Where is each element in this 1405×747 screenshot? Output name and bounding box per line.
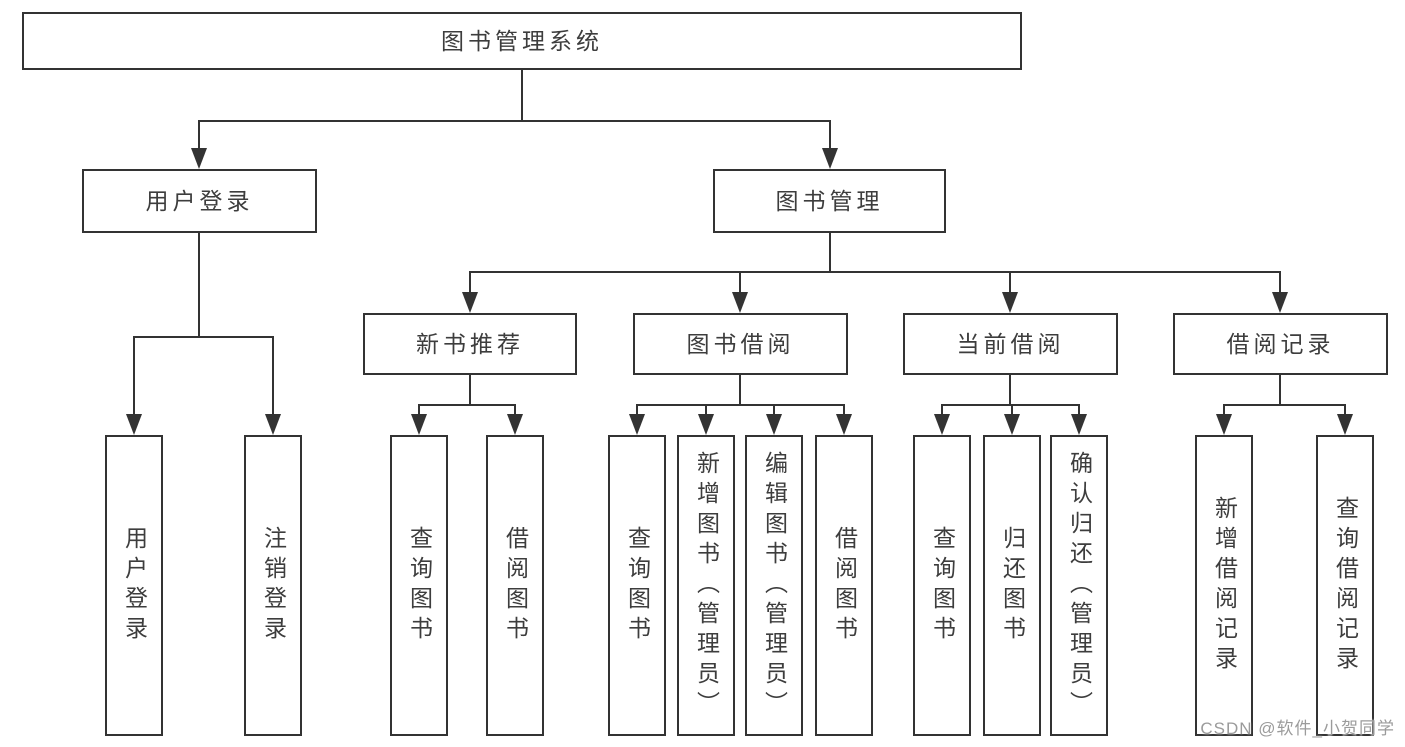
connector-line — [521, 70, 523, 122]
connector-line — [418, 404, 516, 406]
arrowhead-down-icon — [126, 414, 142, 435]
leaf-cb-confirm-return: 确认归还（管理员） — [1050, 435, 1108, 736]
csdn-watermark: CSDN @软件_小贺同学 — [1200, 719, 1395, 738]
connector-line — [418, 404, 420, 418]
node-new-book-recommend-label: 新书推荐 — [416, 330, 524, 357]
arrowhead-down-icon — [462, 292, 478, 313]
node-book-borrow-label: 图书借阅 — [686, 330, 795, 357]
node-book-management: 图书管理 — [713, 169, 946, 233]
connector-line — [1009, 271, 1011, 297]
node-library-system: 图书管理系统 — [22, 12, 1022, 70]
connector-line — [1279, 375, 1281, 406]
arrowhead-down-icon — [1337, 414, 1353, 435]
connector-line — [1279, 271, 1281, 297]
leaf-user-login-label: 用户登录 — [121, 525, 148, 646]
connector-line — [1344, 404, 1346, 418]
leaf-bb-add-books: 新增图书（管理员） — [677, 435, 735, 736]
node-user-login: 用户登录 — [82, 169, 317, 233]
connector-line — [1011, 404, 1013, 418]
leaf-nb-borrow-books: 借阅图书 — [486, 435, 544, 736]
connector-line — [469, 271, 471, 297]
arrowhead-down-icon — [822, 148, 838, 169]
connector-line — [198, 120, 831, 122]
node-book-borrow: 图书借阅 — [633, 313, 848, 375]
connector-line — [198, 120, 200, 152]
leaf-bb-query-books: 查询图书 — [608, 435, 666, 736]
connector-line — [514, 404, 516, 418]
arrowhead-down-icon — [766, 414, 782, 435]
connector-line — [1223, 404, 1346, 406]
leaf-user-login: 用户登录 — [105, 435, 163, 736]
arrowhead-down-icon — [1002, 292, 1018, 313]
connector-line — [1009, 375, 1011, 406]
node-borrow-records-label: 借阅记录 — [1226, 330, 1335, 357]
node-new-book-recommend: 新书推荐 — [363, 313, 577, 375]
connector-line — [636, 404, 845, 406]
arrowhead-down-icon — [698, 414, 714, 435]
leaf-cb-return-books: 归还图书 — [983, 435, 1041, 736]
leaf-nb-borrow-books-label: 借阅图书 — [502, 525, 529, 646]
arrowhead-down-icon — [1272, 292, 1288, 313]
leaf-nb-query-books: 查询图书 — [390, 435, 448, 736]
arrowhead-down-icon — [629, 414, 645, 435]
node-book-management-label: 图书管理 — [775, 187, 884, 214]
connector-line — [829, 120, 831, 152]
connector-line — [469, 271, 1281, 273]
connector-line — [941, 404, 1080, 406]
connector-line — [773, 404, 775, 418]
leaf-cb-confirm-return-label: 确认归还（管理员） — [1066, 450, 1093, 721]
leaf-logout-login: 注销登录 — [244, 435, 302, 736]
leaf-bb-borrow-books-label: 借阅图书 — [831, 525, 858, 646]
leaf-br-add-record: 新增借阅记录 — [1195, 435, 1253, 736]
leaf-bb-borrow-books: 借阅图书 — [815, 435, 873, 736]
connector-line — [272, 336, 274, 418]
connector-line — [1078, 404, 1080, 418]
node-user-login-label: 用户登录 — [145, 187, 254, 214]
arrowhead-down-icon — [1071, 414, 1087, 435]
connector-line — [739, 271, 741, 297]
leaf-bb-edit-books: 编辑图书（管理员） — [745, 435, 803, 736]
leaf-cb-query-books: 查询图书 — [913, 435, 971, 736]
arrowhead-down-icon — [934, 414, 950, 435]
leaf-bb-add-books-label: 新增图书（管理员） — [693, 450, 720, 721]
arrowhead-down-icon — [836, 414, 852, 435]
leaf-br-query-record: 查询借阅记录 — [1316, 435, 1374, 736]
leaf-br-query-record-label: 查询借阅记录 — [1332, 495, 1359, 676]
connector-line — [198, 233, 200, 338]
leaf-cb-return-books-label: 归还图书 — [999, 525, 1026, 646]
leaf-logout-login-label: 注销登录 — [260, 525, 287, 646]
arrowhead-down-icon — [507, 414, 523, 435]
connector-line — [133, 336, 135, 418]
connector-line — [636, 404, 638, 418]
leaf-cb-query-books-label: 查询图书 — [929, 525, 956, 646]
node-current-borrow-label: 当前借阅 — [956, 330, 1065, 357]
leaf-br-add-record-label: 新增借阅记录 — [1211, 495, 1238, 676]
arrowhead-down-icon — [1004, 414, 1020, 435]
arrowhead-down-icon — [411, 414, 427, 435]
connector-line — [133, 336, 274, 338]
connector-line — [941, 404, 943, 418]
connector-line — [705, 404, 707, 418]
node-library-system-label: 图书管理系统 — [441, 27, 603, 54]
arrowhead-down-icon — [732, 292, 748, 313]
connector-line — [829, 233, 831, 273]
connector-line — [1223, 404, 1225, 418]
leaf-bb-edit-books-label: 编辑图书（管理员） — [761, 450, 788, 721]
leaf-bb-query-books-label: 查询图书 — [624, 525, 651, 646]
arrowhead-down-icon — [265, 414, 281, 435]
connector-line — [843, 404, 845, 418]
node-borrow-records: 借阅记录 — [1173, 313, 1388, 375]
node-current-borrow: 当前借阅 — [903, 313, 1118, 375]
leaf-nb-query-books-label: 查询图书 — [406, 525, 433, 646]
connector-line — [469, 375, 471, 406]
arrowhead-down-icon — [1216, 414, 1232, 435]
arrowhead-down-icon — [191, 148, 207, 169]
connector-line — [739, 375, 741, 406]
